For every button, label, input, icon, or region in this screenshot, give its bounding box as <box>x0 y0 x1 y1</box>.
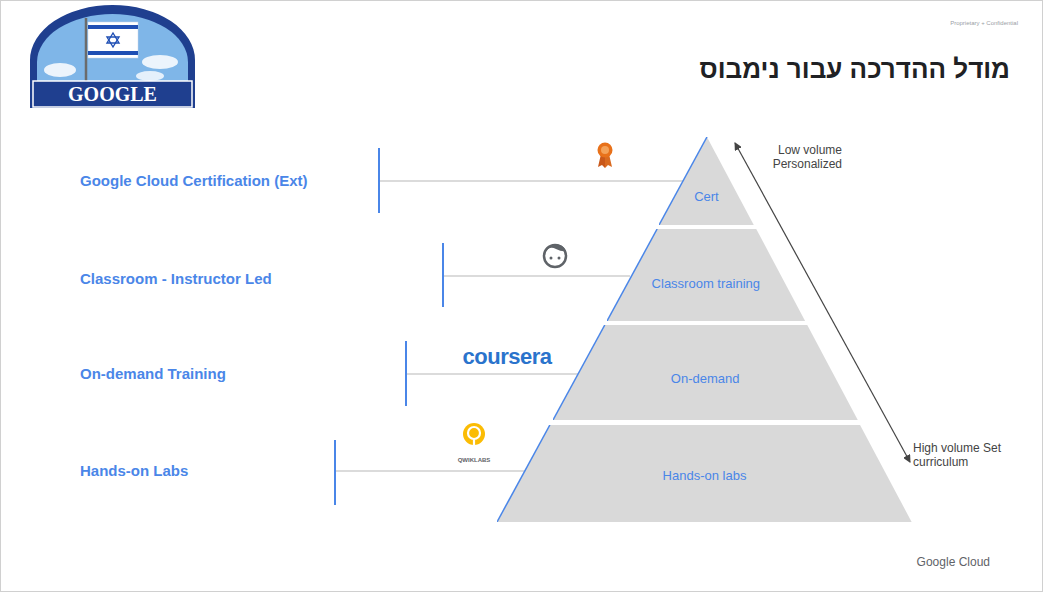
footer-brand: Google Cloud <box>917 555 990 569</box>
band-label: On-demand <box>553 371 858 387</box>
pyramid-band: Classroom training <box>607 229 805 321</box>
logo-badge <box>30 5 195 108</box>
volume-note: High volume Set curriculum <box>913 441 1013 470</box>
tier-name: Google Cloud Certification (Ext) <box>80 172 308 190</box>
band-shape <box>659 137 754 225</box>
tier-name: On-demand Training <box>80 365 226 383</box>
tier-name: Hands-on Labs <box>80 462 188 480</box>
band-shape <box>607 229 805 321</box>
band-label: Hands-on labs <box>497 468 912 484</box>
volume-note: Low volume Personalized <box>750 143 842 172</box>
pyramid-band: Hands-on labs <box>497 425 912 522</box>
confidential-note: Proprietary + Confidential <box>950 20 1018 27</box>
pyramid-band: Cert <box>659 137 754 225</box>
slide-title: מודל ההדרכה עבור נימבוס <box>700 54 1010 85</box>
coursera-logo: coursera <box>463 344 552 370</box>
leader-bars <box>335 148 443 505</box>
qwiklabs-logo: QWIKLABS <box>458 457 491 464</box>
qwiklabs-icon <box>463 423 485 445</box>
band-label: Classroom training <box>607 276 805 292</box>
logo-text: GOOGLE <box>68 82 157 106</box>
medal-icon <box>598 143 613 169</box>
pyramid-band: On-demand <box>553 325 858 420</box>
band-label: Cert <box>659 189 754 205</box>
instructor-icon <box>544 244 566 267</box>
tier-name: Classroom - Instructor Led <box>80 270 272 288</box>
